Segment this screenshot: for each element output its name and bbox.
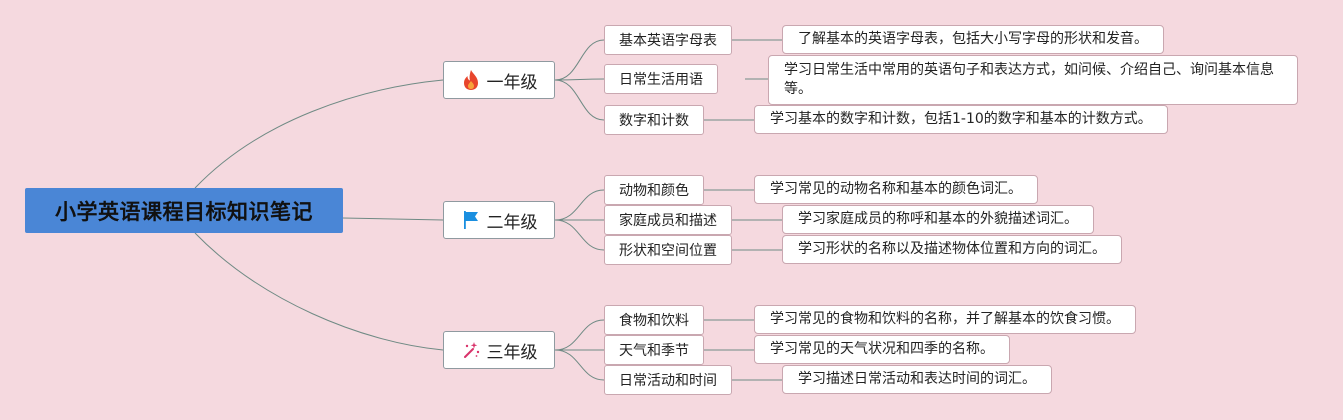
topic-g1-3[interactable]: 数字和计数 — [604, 105, 704, 135]
topic-g3-3[interactable]: 日常活动和时间 — [604, 365, 732, 395]
desc-g1-1[interactable]: 了解基本的英语字母表，包括大小写字母的形状和发音。 — [782, 25, 1164, 54]
desc-g3-1[interactable]: 学习常见的食物和饮料的名称，并了解基本的饮食习惯。 — [754, 305, 1136, 334]
topic-g2-1[interactable]: 动物和颜色 — [604, 175, 704, 205]
desc-g2-2[interactable]: 学习家庭成员的称呼和基本的外貌描述词汇。 — [782, 205, 1094, 234]
connector-root-grade3 — [194, 232, 444, 351]
sparkle-wand-icon — [461, 339, 481, 361]
topic-g2-2[interactable]: 家庭成员和描述 — [604, 205, 732, 235]
desc-g1-2[interactable]: 学习日常生活中常用的英语句子和表达方式，如问候、介绍自己、询问基本信息等。 — [768, 55, 1298, 105]
root-topic[interactable]: 小学英语课程目标知识笔记 — [25, 188, 343, 233]
topic-g2-3[interactable]: 形状和空间位置 — [604, 235, 732, 265]
branch-grade-1[interactable]: 一年级 — [443, 61, 555, 99]
connector-g3-3 — [554, 349, 605, 381]
branch-grade-3[interactable]: 三年级 — [443, 331, 555, 369]
desc-g3-2[interactable]: 学习常见的天气状况和四季的名称。 — [754, 335, 1010, 364]
connector-g1-3 — [554, 79, 605, 121]
fire-icon — [461, 69, 481, 91]
connector-root-grade2 — [342, 217, 444, 221]
connector-g3-1 — [554, 319, 605, 351]
desc-g2-3[interactable]: 学习形状的名称以及描述物体位置和方向的词汇。 — [782, 235, 1122, 264]
desc-g3-3[interactable]: 学习描述日常活动和表达时间的词汇。 — [782, 365, 1052, 394]
connector-g2-3 — [554, 219, 605, 251]
branch-label: 二年级 — [486, 212, 538, 233]
topic-g1-1[interactable]: 基本英语字母表 — [604, 25, 732, 55]
connector-root-grade1 — [194, 79, 444, 189]
topic-g3-1[interactable]: 食物和饮料 — [604, 305, 704, 335]
branch-label: 一年级 — [486, 72, 538, 93]
connector-g1-1 — [554, 39, 605, 81]
connector-g1-2 — [554, 78, 605, 81]
desc-g1-3[interactable]: 学习基本的数字和计数，包括1-10的数字和基本的计数方式。 — [754, 105, 1168, 134]
connector-g2-1 — [554, 189, 605, 221]
flag-icon — [461, 209, 481, 231]
branch-label: 三年级 — [486, 342, 538, 363]
branch-grade-2[interactable]: 二年级 — [443, 201, 555, 239]
topic-g1-2[interactable]: 日常生活用语 — [604, 64, 718, 94]
desc-g2-1[interactable]: 学习常见的动物名称和基本的颜色词汇。 — [754, 175, 1038, 204]
topic-g3-2[interactable]: 天气和季节 — [604, 335, 704, 365]
